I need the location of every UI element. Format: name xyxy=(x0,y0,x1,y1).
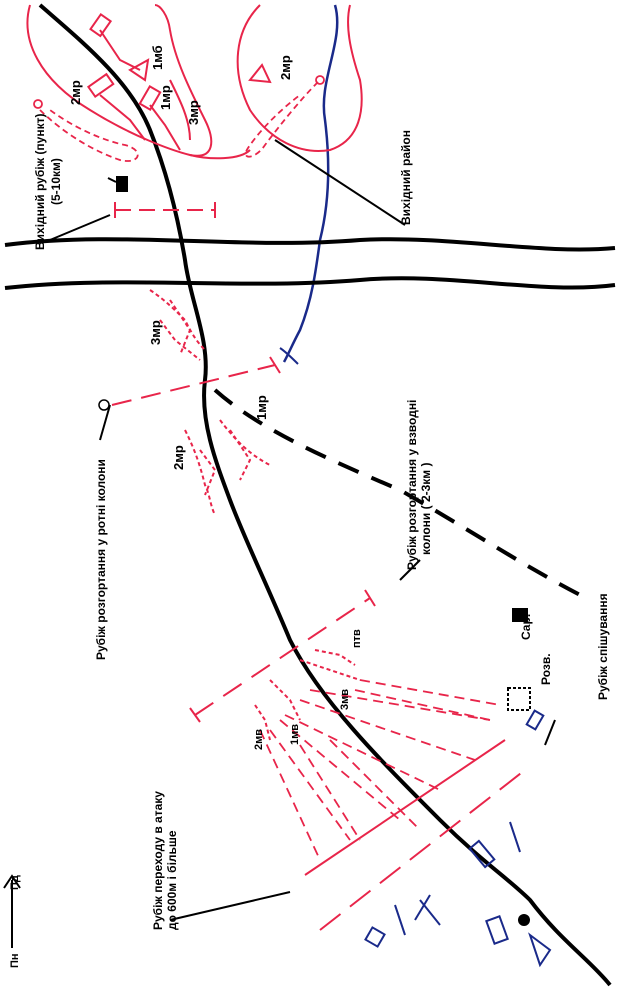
unit-label-3mv: 3мв xyxy=(339,689,351,710)
unit-label-2mv: 2мв xyxy=(253,729,265,750)
company-column-2mr xyxy=(184,429,217,516)
company-column-3mr xyxy=(149,289,206,361)
secondary-route xyxy=(213,388,591,602)
unit-label-2mr-left: 2мр xyxy=(68,80,83,105)
label-dismount-line: Рубіж спішування xyxy=(596,593,610,700)
command-post-icon xyxy=(116,176,128,192)
company-deploy-marker xyxy=(111,364,276,406)
observation-post-icon xyxy=(98,399,110,411)
main-road xyxy=(38,3,612,987)
command-post-mast xyxy=(107,177,117,183)
enemy-strongpoint-icon xyxy=(518,914,530,926)
loop-start-left xyxy=(33,99,43,109)
start-area-boundary-right xyxy=(236,4,363,152)
platoon-formation-2mv xyxy=(254,704,271,741)
unit-label-rozv: Розв. xyxy=(539,653,553,685)
map-break-line-bottom xyxy=(4,276,616,290)
company-column-1mr xyxy=(219,419,271,481)
start-area-boundary-left xyxy=(26,4,213,157)
label-north-pn: Пн xyxy=(9,953,21,968)
label-north-pd: Пд xyxy=(9,875,21,890)
unit-label-sar: Сар. xyxy=(519,614,533,640)
platoon-deploy-marker xyxy=(194,597,371,716)
platoon-formation-1mv xyxy=(269,679,301,721)
assault-line-marker xyxy=(319,769,526,931)
company-deploy-cap xyxy=(269,356,281,374)
label-platoon-deploy: Рубіж розгортання у взводні xyxy=(405,400,419,570)
unit-label-2mr-mid: 2мр xyxy=(171,445,186,470)
label-assembly-line-dist: (5-10км) xyxy=(49,158,63,205)
map-break-line-top xyxy=(4,237,616,252)
label-start-area: Вихідний район xyxy=(399,130,413,225)
label-company-deploy: Рубіж розгортання у ротні колони xyxy=(94,459,108,660)
label-assault-line: Рубіж переходу в атаку xyxy=(151,791,165,930)
unit-label-1mr-top: 1мр xyxy=(158,85,173,110)
river xyxy=(282,4,339,363)
platoon-deploy-cap xyxy=(189,589,376,723)
unit-label-1mv: 1мв xyxy=(289,724,301,745)
recon-icon xyxy=(507,687,531,711)
label-assault-line-dist: до 600м і більше xyxy=(165,830,179,930)
route-loop-left xyxy=(39,109,139,162)
unit-column-top xyxy=(86,12,191,151)
battalion-flag xyxy=(128,58,272,84)
unit-label-3mr-top: 3мр xyxy=(186,100,201,125)
fire-fan xyxy=(259,679,501,861)
start-area-link xyxy=(189,149,251,160)
route-loop-right xyxy=(244,81,319,158)
enemy-positions xyxy=(279,347,552,968)
leader-lines xyxy=(49,139,556,921)
unit-label-ptv: птв xyxy=(351,629,363,648)
north-arrow-icon xyxy=(3,874,21,948)
unit-label-3mr-mid: 3мр xyxy=(148,320,163,345)
platoon-formation-3mv xyxy=(299,649,361,681)
assault-line-marker-2 xyxy=(304,739,506,876)
label-platoon-deploy-2: колони ( 2-3км ) xyxy=(419,462,433,555)
sapper-icon xyxy=(512,608,528,622)
loop-start-right xyxy=(315,75,325,85)
unit-label-1mr-mid: 1мр xyxy=(254,395,269,420)
label-assembly-line: Вихідний рубіж (пункт) xyxy=(33,114,47,250)
unit-label-2mr-top: 2мр xyxy=(278,55,293,80)
unit-label-1mb: 1мб xyxy=(150,45,165,70)
assembly-line-cap xyxy=(114,202,216,218)
